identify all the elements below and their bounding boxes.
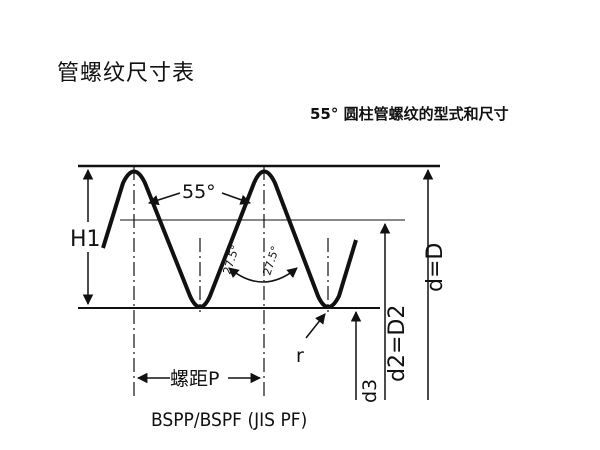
half-angle-left-label: 27.5°	[220, 243, 242, 276]
angle-55-label: 55°	[182, 181, 216, 203]
standard-label: BSPP/BSPF (JIS PF)	[151, 409, 307, 431]
half-angle-arc	[228, 267, 298, 283]
diagram-subtitle: 55° 圆柱管螺纹的型式和尺寸	[310, 105, 509, 123]
angle-55-arrow-right	[221, 192, 251, 205]
page-title: 管螺纹尺寸表	[57, 61, 196, 86]
angle-55-arrow-left	[148, 192, 181, 206]
radius-leader	[305, 313, 326, 339]
radius-label: r	[296, 345, 304, 367]
h1-label: H1	[70, 227, 101, 252]
pitch-diameter-label: d2=D2	[385, 305, 410, 382]
thread-profile-curve	[101, 169, 358, 309]
minor-diameter-label: d3	[359, 379, 381, 403]
major-diameter-label: d=D	[423, 243, 448, 292]
pitch-label: 螺距P	[170, 368, 219, 390]
